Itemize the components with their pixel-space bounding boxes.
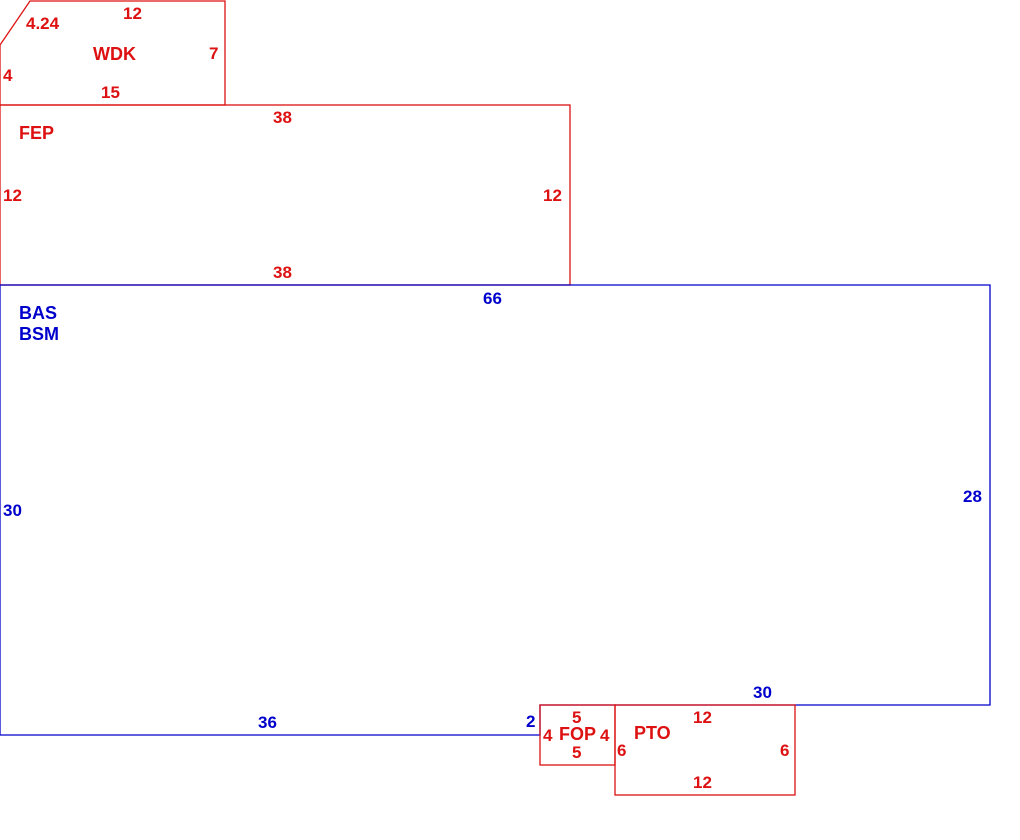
base-jog-dimension: 2	[526, 712, 535, 731]
wdk-area-code: WDK	[93, 44, 136, 64]
base-top-dimension: 66	[483, 289, 502, 308]
fop-area-code: FOP	[559, 724, 596, 744]
wdk-right-dimension: 7	[209, 44, 218, 63]
pto-left-dimension: 6	[617, 741, 626, 760]
area-fop[interactable]: FOP 5 4 5 4	[539, 704, 616, 766]
fep-bottom-dimension: 38	[273, 263, 292, 282]
fop-right-dimension: 4	[600, 726, 610, 745]
base-outline	[0, 284, 991, 736]
base-right-dimension: 28	[963, 487, 982, 506]
fop-top-dimension: 5	[572, 708, 581, 727]
area-pto[interactable]: PTO 12 6 12 6	[614, 704, 796, 796]
pto-bottom-dimension: 12	[693, 773, 712, 792]
area-fep[interactable]: FEP 38 12 38 12	[0, 104, 571, 286]
fep-area-code: FEP	[19, 123, 54, 143]
wdk-left-dimension: 4	[3, 66, 13, 85]
pto-outline	[614, 704, 796, 796]
base-area-code-bsm: BSM	[19, 324, 59, 344]
fep-outline	[0, 104, 571, 286]
pto-area-code: PTO	[634, 723, 671, 743]
base-bottom-left-dimension: 36	[258, 713, 277, 732]
area-base[interactable]: BAS BSM 66 28 30 2 36 30	[0, 284, 991, 736]
pto-right-dimension: 6	[780, 741, 789, 760]
fop-left-dimension: 4	[543, 726, 553, 745]
area-wdk[interactable]: WDK 12 7 15 4 4.24	[0, 0, 226, 106]
fep-top-dimension: 38	[273, 108, 292, 127]
pto-top-dimension: 12	[693, 708, 712, 727]
wdk-top-dimension: 12	[123, 4, 142, 23]
base-left-dimension: 30	[3, 501, 22, 520]
base-area-code-bas: BAS	[19, 303, 57, 323]
wdk-bottom-dimension: 15	[101, 83, 120, 102]
fep-right-dimension: 12	[543, 186, 562, 205]
fop-bottom-dimension: 5	[572, 743, 581, 762]
base-bottom-right-dimension: 30	[753, 683, 772, 702]
fep-left-dimension: 12	[3, 186, 22, 205]
wdk-diagonal-dimension: 4.24	[26, 14, 60, 33]
